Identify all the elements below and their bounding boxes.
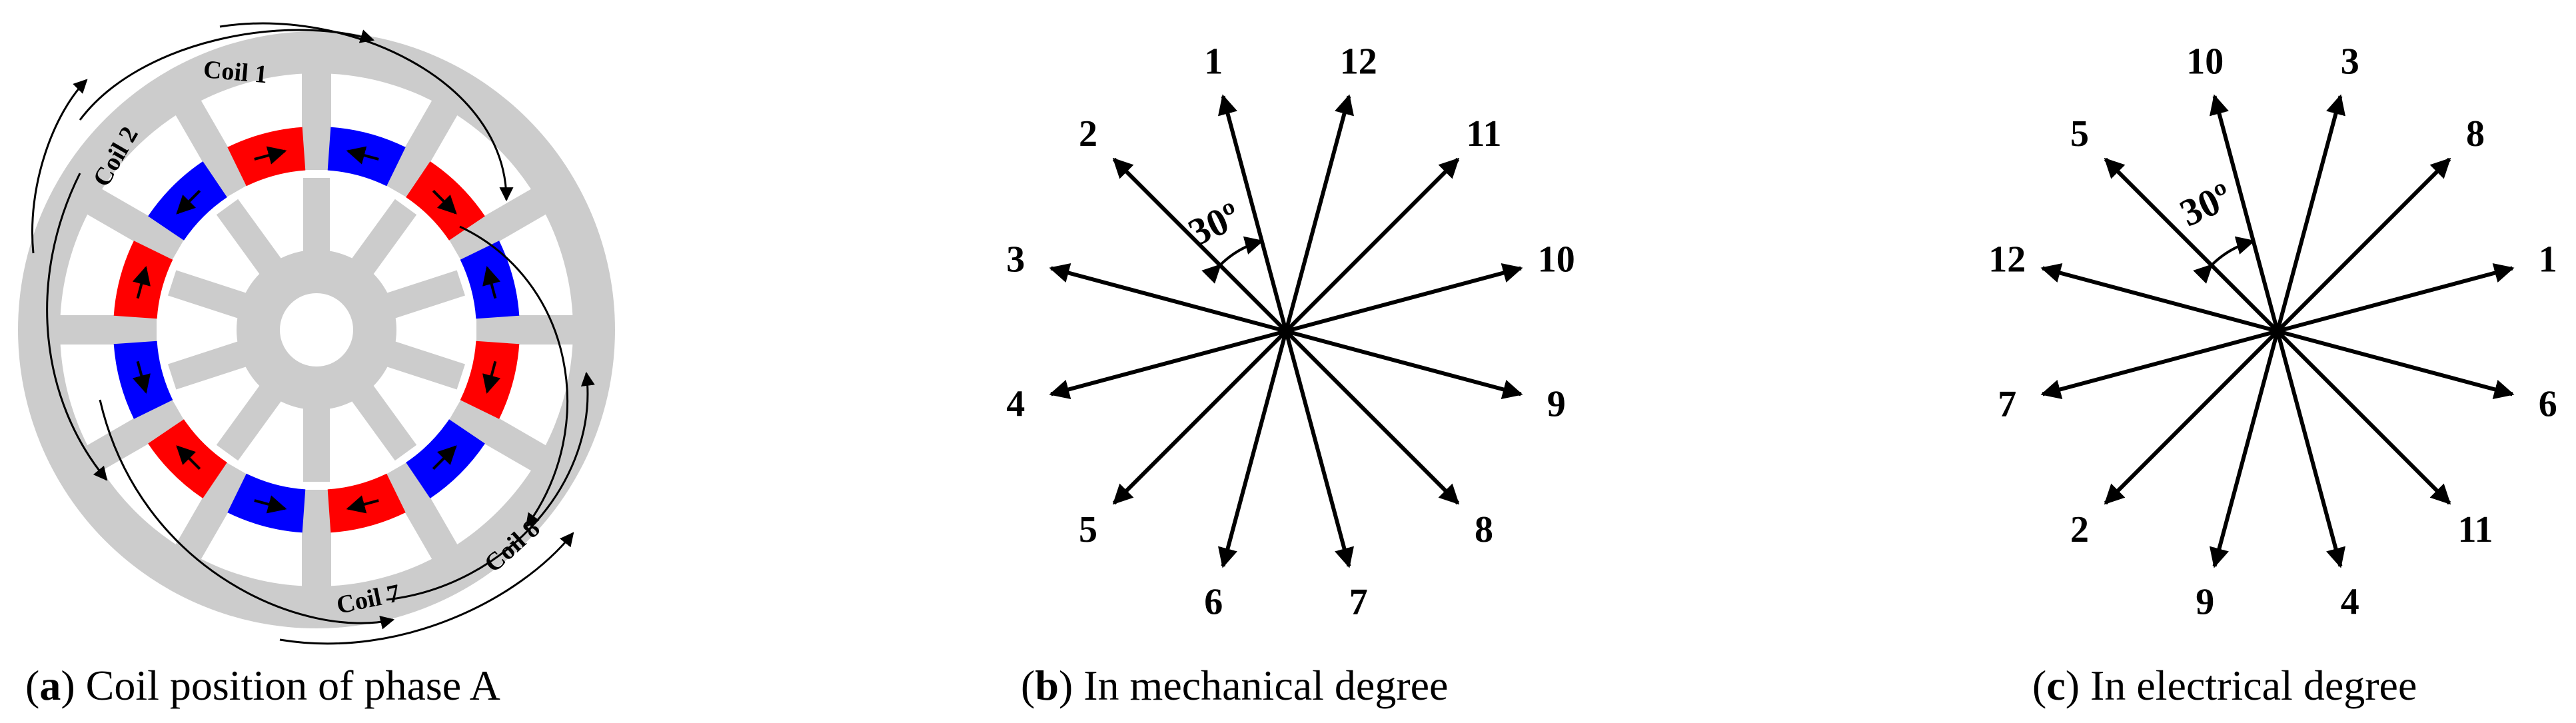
stator-tooth — [172, 94, 250, 199]
angle-arc-b — [1201, 236, 1264, 284]
phasor-arrow — [1218, 94, 1288, 332]
phasor-label: 3 — [1006, 239, 1025, 280]
phasor-arrow — [2275, 94, 2345, 332]
angle-label-c: 30º — [2174, 174, 2238, 235]
panel-a-machine-cross-section: Coil 1 Coil 2 Coil 7 Coil 8 — [18, 22, 615, 645]
coil-direction-arrow — [132, 266, 151, 299]
phasor-label: 4 — [2341, 582, 2359, 623]
phasor-label: 12 — [1988, 239, 2026, 280]
phasor-label: 8 — [2466, 113, 2485, 155]
phasor-arrow — [1284, 331, 1354, 568]
phasor-label: 1 — [1204, 41, 1223, 82]
machine-body — [18, 31, 615, 628]
phasor-arrow — [1218, 331, 1288, 568]
coil-winding-arc — [99, 399, 395, 630]
stator-tooth — [81, 396, 186, 474]
phasor-arrow — [1284, 157, 1460, 333]
phasor-label: 3 — [2341, 41, 2359, 82]
coil-direction-arrow — [254, 146, 287, 165]
phasor-arrow — [1284, 94, 1354, 332]
caption-c: (c) In electrical degree — [2032, 662, 2417, 709]
phasor-arrow — [2104, 157, 2279, 333]
coil-winding-arc — [459, 225, 568, 528]
coil-direction-arrow — [254, 495, 287, 514]
caption-a: (a) Coil position of phase A — [25, 662, 500, 709]
phasor-label: 4 — [1006, 384, 1025, 425]
phasor-arrow — [1049, 263, 1287, 333]
phasor-arrow — [1284, 329, 1460, 505]
stator-tooth — [383, 460, 461, 566]
coil-direction-arrow — [346, 495, 379, 514]
coil-1-label: Coil 1 — [203, 55, 269, 89]
coil-direction-arrow — [482, 361, 501, 394]
coil-winding-arc — [219, 22, 514, 202]
caption-b: (b) In mechanical degree — [1021, 662, 1448, 709]
phasor-arrow — [2275, 331, 2345, 568]
panel-c-electrical-phasor-diagram: 1 8 3 10 5 12 7 2 9 4 11 6 30º — [1988, 41, 2557, 622]
stator-tooth — [447, 185, 552, 263]
phasor-arrow — [2040, 263, 2278, 333]
stator-tooth — [172, 460, 250, 566]
phasor-arrow — [2210, 331, 2279, 568]
phasor-arrow — [2275, 157, 2451, 333]
coil-direction-arrow — [432, 445, 457, 470]
phasor-label: 10 — [1538, 239, 1575, 280]
phasor-label: 2 — [1079, 113, 1097, 155]
phasor-arrow — [1112, 329, 1288, 505]
phasor-arrow — [1049, 329, 1287, 399]
phasor-label: 9 — [2196, 582, 2214, 623]
phasor-arrow — [2275, 329, 2451, 505]
stator-tooth — [81, 185, 186, 263]
shaft-hole — [280, 293, 353, 366]
phasor-arrow — [1285, 263, 1523, 333]
coil-direction-arrow — [176, 189, 201, 215]
phasor-label: 7 — [1998, 384, 2016, 425]
phasor-label: 5 — [2070, 113, 2089, 155]
angle-label-b: 30º — [1182, 193, 1247, 255]
phasor-arrow — [1285, 329, 1523, 399]
phasor-label: 10 — [2186, 41, 2224, 82]
phasor-label: 12 — [1340, 41, 1377, 82]
stator-tooth — [447, 396, 552, 474]
phasor-arrow — [2277, 329, 2515, 399]
phasor-label: 5 — [1079, 509, 1097, 550]
phasor-arrow — [1112, 157, 1288, 333]
coil-direction-arrow — [482, 266, 501, 299]
coil-winding-arc — [279, 532, 574, 645]
phasor-label: 2 — [2070, 509, 2089, 550]
phasor-label: 6 — [2539, 384, 2557, 425]
phasor-arrow — [2210, 94, 2279, 332]
stator-tooth — [383, 94, 461, 199]
phasor-arrow — [2040, 329, 2278, 399]
phasor-label: 11 — [1467, 113, 1502, 155]
coil-direction-arrow — [346, 146, 379, 165]
phasors-electrical: 1 8 3 10 5 12 7 2 9 4 11 6 — [1988, 41, 2557, 622]
phasor-arrow — [2104, 329, 2279, 505]
angle-arc-c — [2193, 236, 2255, 284]
coil-winding-arc — [31, 79, 88, 254]
phasor-arrow — [2277, 263, 2515, 333]
coil-direction-arrow — [432, 189, 457, 215]
coil-direction-arrow — [132, 361, 151, 394]
phasor-label: 11 — [2458, 509, 2493, 550]
phasor-label: 8 — [1475, 509, 1493, 550]
coil-winding-arc — [46, 173, 108, 481]
phasor-label: 9 — [1547, 384, 1566, 425]
coil-flux-arcs — [31, 22, 595, 645]
phasor-label: 1 — [2539, 239, 2557, 280]
phasor-label: 6 — [1204, 582, 1223, 623]
coil-direction-arrow — [176, 445, 201, 470]
phasor-label: 7 — [1349, 582, 1368, 623]
